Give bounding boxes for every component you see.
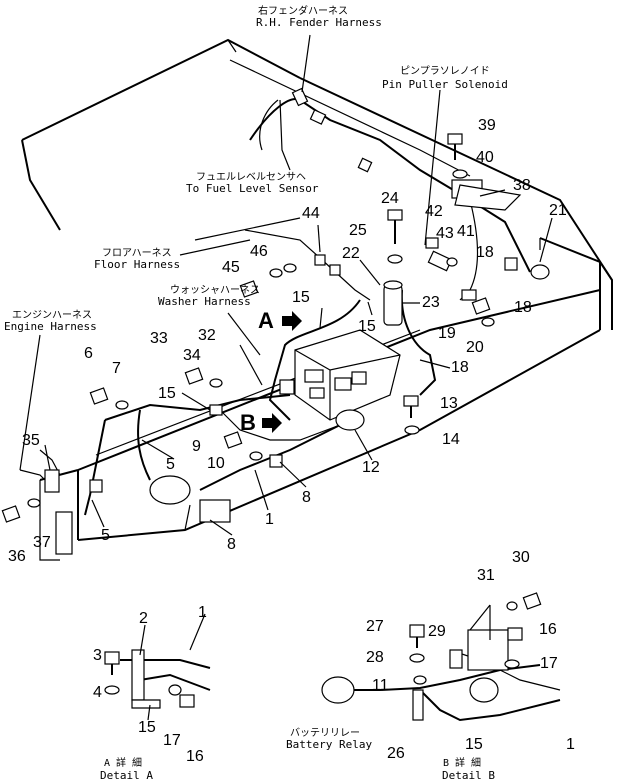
callout-37: 37 bbox=[33, 534, 51, 551]
detail-a-callout-4: 4 bbox=[93, 684, 102, 701]
callout-46: 46 bbox=[250, 243, 268, 260]
fasteners bbox=[1, 133, 495, 523]
battery-relay-label-en: Battery Relay bbox=[286, 738, 372, 751]
callout-22: 22 bbox=[342, 245, 360, 262]
detail-b-title-jp: B 詳 細 bbox=[443, 756, 481, 769]
engine-harness-label-jp: エンジンハーネス bbox=[12, 309, 92, 321]
callout-8-bottom: 8 bbox=[227, 536, 236, 553]
detail-b-callout-15: 15 bbox=[465, 736, 483, 753]
callout-18-right: 18 bbox=[514, 299, 532, 316]
harness-routing bbox=[19, 98, 531, 516]
detail-b-callout-17: 17 bbox=[540, 655, 558, 672]
callout-34: 34 bbox=[183, 347, 201, 364]
engine-harness-label-en: Engine Harness bbox=[4, 320, 97, 333]
detail-a-callout-3: 3 bbox=[93, 647, 102, 664]
callout-32: 32 bbox=[198, 327, 216, 344]
callout-5-top: 5 bbox=[166, 456, 175, 473]
floor-harness-label-jp: フロアハーネス bbox=[102, 247, 172, 259]
callout-20: 20 bbox=[466, 339, 484, 356]
detail-a-callout-2: 2 bbox=[139, 610, 148, 627]
detail-b-callout-16: 16 bbox=[539, 621, 557, 638]
callout-15-top: 15 bbox=[292, 289, 310, 306]
callout-45: 45 bbox=[222, 259, 240, 276]
detail-b-callout-31: 31 bbox=[477, 567, 495, 584]
detail-a-drawing bbox=[104, 613, 211, 721]
callout-41: 41 bbox=[457, 223, 475, 240]
detail-b-callout-27: 27 bbox=[366, 618, 384, 635]
detail-b-callout-11: 11 bbox=[372, 677, 389, 694]
fuel-level-label-en: To Fuel Level Sensor bbox=[186, 182, 319, 195]
detail-b-callout-29: 29 bbox=[428, 623, 446, 640]
detail-b-drawing bbox=[321, 592, 561, 722]
detail-b-callout-1: 1 bbox=[566, 736, 575, 753]
callout-13: 13 bbox=[440, 395, 458, 412]
view-arrow-b bbox=[262, 413, 282, 433]
detail-b-callout-30: 30 bbox=[512, 549, 530, 566]
callout-40: 40 bbox=[476, 149, 494, 166]
callout-33: 33 bbox=[150, 330, 168, 347]
detail-b-title-en: Detail B bbox=[442, 769, 495, 782]
view-a-marker: A bbox=[258, 308, 274, 333]
detail-a-callout-15: 15 bbox=[138, 719, 156, 736]
callout-14: 14 bbox=[442, 431, 460, 448]
detail-b-callout-26: 26 bbox=[387, 745, 405, 762]
detail-a-callout-1: 1 bbox=[198, 604, 207, 621]
callout-25: 25 bbox=[349, 222, 367, 239]
frame-outline bbox=[21, 38, 613, 561]
leader-lines bbox=[19, 34, 553, 536]
callout-36: 36 bbox=[8, 548, 26, 565]
rh-fender-label-jp: 右フェンダハーネス bbox=[258, 4, 348, 17]
callout-35: 35 bbox=[22, 432, 40, 449]
callout-44: 44 bbox=[302, 205, 320, 222]
floor-harness-label-en: Floor Harness bbox=[94, 258, 180, 271]
callout-19: 19 bbox=[438, 325, 456, 342]
callout-15-left: 15 bbox=[158, 385, 176, 402]
callout-7: 7 bbox=[112, 360, 121, 377]
callout-21: 21 bbox=[549, 202, 567, 219]
pin-puller-label-jp: ピンプラソレノイド bbox=[400, 65, 490, 77]
callout-24: 24 bbox=[381, 190, 399, 207]
callout-10: 10 bbox=[207, 455, 225, 472]
callout-38: 38 bbox=[513, 177, 531, 194]
battery-relay-label-jp: バッテリリレー bbox=[290, 727, 360, 739]
detail-a-title-jp: A 詳 細 bbox=[104, 756, 142, 769]
fuel-level-label-jp: フュエルレベルセンサヘ bbox=[196, 171, 306, 183]
callout-5-bottom: 5 bbox=[101, 527, 110, 544]
callout-1-main: 1 bbox=[265, 511, 274, 528]
detail-a-callout-16: 16 bbox=[186, 748, 204, 765]
callout-6: 6 bbox=[84, 345, 93, 362]
washer-harness-label-en: Washer Harness bbox=[158, 295, 251, 308]
rh-fender-label-en: R.H. Fender Harness bbox=[256, 16, 382, 29]
callout-18-top: 18 bbox=[476, 244, 494, 261]
callout-15-mid: 15 bbox=[358, 318, 376, 335]
detail-a-title-en: Detail A bbox=[100, 769, 153, 782]
pin-puller-label-en: Pin Puller Solenoid bbox=[382, 78, 508, 91]
view-b-marker: B bbox=[240, 410, 256, 435]
detail-a-callout-17: 17 bbox=[163, 732, 181, 749]
callout-8-right: 8 bbox=[302, 489, 311, 506]
view-arrow-a bbox=[282, 311, 302, 331]
callout-9: 9 bbox=[192, 438, 201, 455]
callout-12: 12 bbox=[362, 459, 380, 476]
callout-18-low: 18 bbox=[451, 359, 469, 376]
callout-39: 39 bbox=[478, 117, 496, 134]
callout-43: 43 bbox=[436, 225, 454, 242]
callout-23: 23 bbox=[422, 294, 440, 311]
connectors bbox=[44, 87, 518, 493]
callout-42: 42 bbox=[425, 203, 443, 220]
detail-b-callout-28: 28 bbox=[366, 649, 384, 666]
washer-harness-label-jp: ウォッシャハーネス bbox=[170, 284, 260, 296]
